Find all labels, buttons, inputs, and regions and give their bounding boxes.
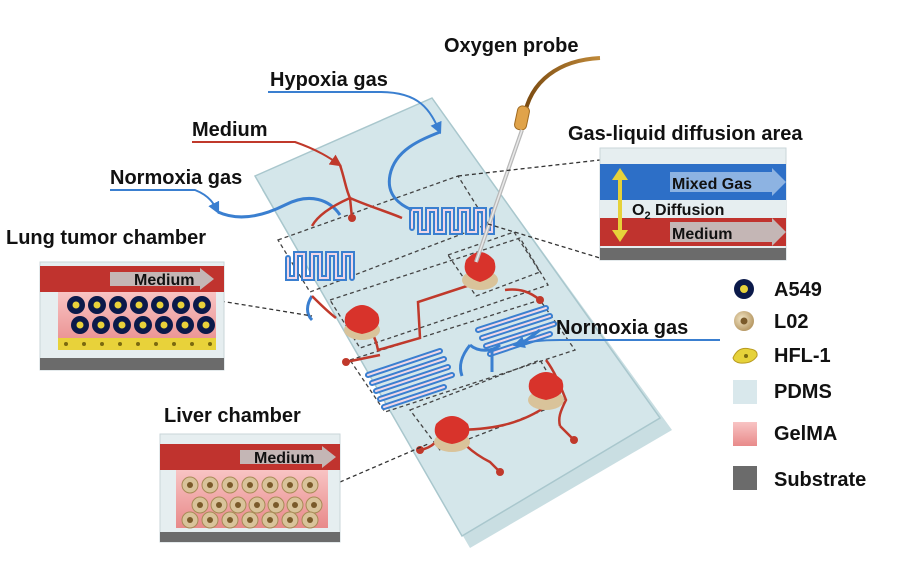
label-hypoxia-gas: Hypoxia gas (270, 69, 388, 91)
l02-nucleus (307, 482, 313, 488)
l02-nucleus (227, 482, 233, 488)
label-normoxia-gas-left: Normoxia gas (110, 167, 242, 189)
a549-nucleus (93, 301, 101, 309)
o2-diffusion-arrow-icon (612, 168, 628, 242)
l02-nucleus (267, 517, 273, 523)
l02-nucleus (311, 502, 317, 508)
svg-text:PDMS: PDMS (774, 381, 832, 403)
hfl1-nucleus (154, 342, 158, 346)
svg-text:L02: L02 (774, 311, 808, 333)
l02-nucleus (187, 517, 193, 523)
l02-nucleus (207, 482, 213, 488)
l02-nucleus (216, 502, 222, 508)
l02-nucleus (235, 502, 241, 508)
label-oxygen-probe: Oxygen probe (444, 35, 578, 57)
a549-nucleus (97, 321, 105, 329)
legend-item-l02: L02 (734, 311, 808, 333)
a549-nucleus (72, 301, 80, 309)
hfl1-nucleus (82, 342, 86, 346)
inset-lung-tumor: Medium (39, 261, 225, 371)
l02-nucleus (273, 502, 279, 508)
oxygen-probe (474, 56, 601, 263)
a549-nucleus (177, 301, 185, 309)
chamber-top-right (462, 252, 498, 290)
chamber-liver (434, 416, 470, 452)
substrate-swatch (733, 466, 757, 490)
inset-gas-medium-label: Medium (672, 226, 732, 243)
label-liver-chamber: Liver chamber (164, 405, 301, 427)
legend-item-a549: A549 (734, 279, 822, 301)
l02-nucleus (247, 517, 253, 523)
l02-nucleus (287, 482, 293, 488)
inset-mixed-gas-label: Mixed Gas (672, 176, 752, 193)
label-medium: Medium (192, 119, 268, 141)
a549-nucleus (198, 301, 206, 309)
l02-nucleus (254, 502, 260, 508)
l02-nucleus (247, 482, 253, 488)
hfl1-nucleus (190, 342, 194, 346)
svg-text:Substrate: Substrate (774, 469, 866, 491)
chamber-lung (344, 305, 380, 340)
l02-nucleus (187, 482, 193, 488)
l02-nucleus (292, 502, 298, 508)
label-gas-liquid-area: Gas-liquid diffusion area (568, 123, 803, 145)
l02-nucleus (197, 502, 203, 508)
legend-item-gelma: GelMA (733, 422, 837, 446)
serpentine-lower (365, 305, 557, 410)
serpentine-upper (285, 207, 495, 281)
chip-body (253, 97, 672, 548)
l02-nucleus (227, 517, 233, 523)
inset-liver: Medium (159, 433, 341, 543)
l02-nucleus (307, 517, 313, 523)
chamber-right (528, 372, 564, 410)
legend-item-pdms: PDMS (733, 380, 832, 404)
a549-nucleus (156, 301, 164, 309)
a549-nucleus (135, 301, 143, 309)
inset-o2-diffusion-label: O2 Diffusion (632, 202, 724, 222)
medium-lines (310, 164, 575, 473)
label-normoxia-gas-right: Normoxia gas (556, 317, 688, 339)
l02-nucleus (287, 517, 293, 523)
liver-l02-cells (181, 476, 323, 529)
legend-item-substrate: Substrate (733, 466, 866, 491)
l02-nucleus (267, 482, 273, 488)
svg-text:HFL-1: HFL-1 (774, 345, 831, 367)
lung-a549-cells (67, 296, 215, 334)
a549-nucleus (202, 321, 210, 329)
hfl1-nucleus (64, 342, 68, 346)
hfl1-nucleus (100, 342, 104, 346)
inset-liver-medium-label: Medium (254, 450, 314, 467)
hfl1-nucleus (208, 342, 212, 346)
a549-nucleus (160, 321, 168, 329)
gelma-swatch (733, 422, 757, 446)
a549-nucleus (114, 301, 122, 309)
hfl1-nucleus (136, 342, 140, 346)
culture-chambers (344, 252, 564, 452)
label-lung-tumor-chamber: Lung tumor chamber (6, 227, 206, 249)
pdms-swatch (733, 380, 757, 404)
a549-nucleus (139, 321, 147, 329)
l02-nucleus (207, 517, 213, 523)
inset-lung-medium-label: Medium (134, 272, 194, 289)
legend-item-hfl1: HFL-1 (732, 345, 831, 367)
a549-nucleus (118, 321, 126, 329)
svg-text:A549: A549 (774, 279, 822, 301)
lung-hfl1-cells (58, 338, 216, 350)
callout-lines (213, 159, 601, 483)
hfl1-nucleus (118, 342, 122, 346)
svg-text:GelMA: GelMA (774, 423, 837, 445)
a549-nucleus (181, 321, 189, 329)
inset-gas-liquid: Mixed Gas O2 Diffusion Medium (599, 147, 787, 261)
hfl1-nucleus (172, 342, 176, 346)
legend: A549 L02 HFL-1 PDMS GelMA Substrate (732, 279, 866, 491)
gas-lines (217, 130, 541, 377)
label-leaders (110, 91, 720, 348)
a549-nucleus (76, 321, 84, 329)
